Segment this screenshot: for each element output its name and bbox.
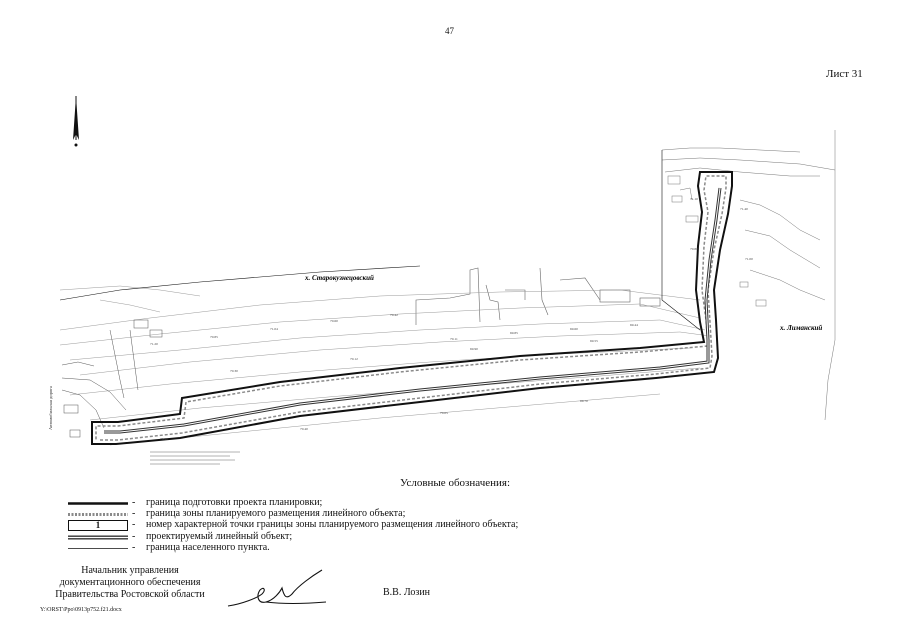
thin-line-icon — [68, 548, 128, 549]
planning-boundary — [91, 171, 733, 445]
svg-text:70.60: 70.60 — [330, 319, 338, 323]
position-line: Начальник управления — [81, 565, 179, 576]
road-label-vertical: Автомобильная дорога — [48, 386, 53, 430]
map-note-lines — [150, 451, 240, 465]
signatory-name: В.В. Лозин — [383, 587, 431, 598]
svg-text:70.11: 70.11 — [450, 337, 458, 341]
svg-text:69.60: 69.60 — [570, 327, 578, 331]
svg-text:70.85: 70.85 — [210, 335, 218, 339]
file-path: Y:\ORST\Ppo\0913p752.f21.docx — [40, 607, 122, 613]
village-label-right: х. Лиманский — [779, 324, 822, 332]
legend-text: номер характерной точки границы зоны пла… — [146, 519, 519, 530]
handwritten-signature — [227, 569, 327, 607]
legend-item-planning-boundary: - граница подготовки проекта планировки; — [68, 497, 628, 509]
svg-text:69.55: 69.55 — [590, 339, 598, 343]
svg-text:70.90: 70.90 — [160, 437, 168, 441]
position-line: документационного обеспечения — [59, 577, 201, 588]
settlement-right-area — [661, 130, 836, 421]
legend-text: граница зоны планируемого размещения лин… — [146, 508, 406, 519]
svg-text:71.04: 71.04 — [270, 327, 278, 331]
legend-text: проектируемый линейный объект; — [146, 531, 293, 542]
double-line-icon — [68, 535, 128, 540]
svg-text:71.20: 71.20 — [150, 342, 158, 346]
gray-dashed-line-icon — [68, 513, 128, 516]
legend-item-point-number: 1 - номер характерной точки границы зоны… — [68, 519, 628, 531]
svg-text:70.30: 70.30 — [230, 369, 238, 373]
svg-text:70.80: 70.80 — [690, 247, 698, 251]
building-cluster — [415, 267, 661, 325]
number-box-icon: 1 — [68, 520, 128, 531]
settlement-left-area — [61, 319, 163, 438]
site-plan-map: Автомобильная дорога 71.20 70.85 71.04 70.… — [48, 96, 836, 465]
svg-text:70.05: 70.05 — [440, 411, 448, 415]
svg-text:71.00: 71.00 — [745, 257, 753, 261]
legend-item-zone-boundary: - граница зоны планируемого размещения л… — [68, 508, 628, 520]
legend-item-settlement-boundary: - граница населенного пункта. — [68, 542, 628, 554]
signatory-position: Начальник управления документационного о… — [40, 565, 220, 601]
sheet-label: Лист 31 — [826, 68, 863, 80]
legend-title: Условные обозначения: — [400, 477, 511, 489]
svg-text:70.12: 70.12 — [350, 357, 358, 361]
page-number: 47 — [445, 26, 454, 36]
village-label-left: х. Старокузнецовский — [304, 274, 374, 282]
position-line: Правительства Ростовской области — [55, 589, 205, 600]
legend-item-linear-object: - проектируемый линейный объект; — [68, 531, 628, 543]
svg-text:69.44: 69.44 — [630, 323, 638, 327]
svg-text:69.85: 69.85 — [510, 331, 518, 335]
svg-text:71.10: 71.10 — [690, 197, 698, 201]
legend-text: граница подготовки проекта планировки; — [146, 497, 323, 508]
svg-text:70.40: 70.40 — [300, 427, 308, 431]
svg-text:70.42: 70.42 — [390, 313, 398, 317]
north-arrow-icon — [73, 96, 79, 147]
settlement-boundaries — [59, 150, 701, 331]
svg-text:69.90: 69.90 — [470, 347, 478, 351]
legend-text: граница населенного пункта. — [146, 542, 270, 553]
svg-text:69.70: 69.70 — [580, 399, 588, 403]
thick-black-line-icon — [68, 502, 128, 505]
elevation-marks: 71.20 70.85 71.04 70.60 70.42 70.11 69.85 69.… — [150, 197, 753, 441]
svg-text:71.40: 71.40 — [740, 207, 748, 211]
